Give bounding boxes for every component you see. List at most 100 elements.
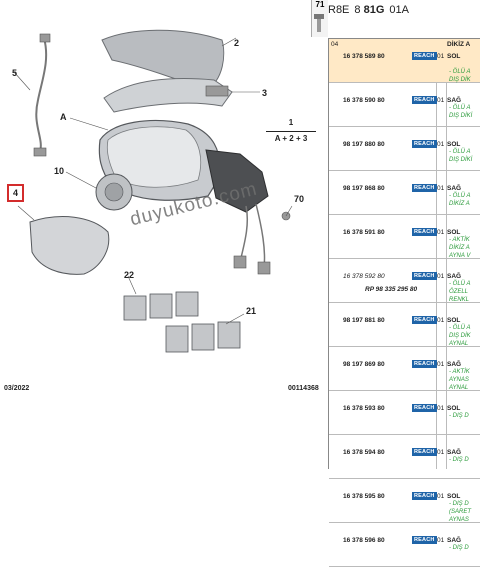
description-line: (SARET (449, 509, 472, 515)
replacement-part-number: RP 98 335 295 80 (365, 286, 418, 293)
footer-code: 00114368 (288, 385, 319, 392)
side-label: SOL (447, 317, 461, 324)
description-line: - ÖLÜ A (449, 149, 471, 155)
part-number: 16 378 595 80 (343, 493, 385, 500)
reach-badge: REACH (412, 184, 437, 192)
reach-badge: REACH (412, 316, 437, 324)
description-line: - ÖLÜ A (449, 193, 471, 199)
ref-part-c: 81G (363, 4, 385, 16)
description-line: - ÖLÜ A (449, 325, 471, 331)
reach-badge: REACH (412, 96, 437, 104)
column-divider (446, 39, 447, 469)
description-line: RENKL (449, 297, 470, 303)
callout-21: 21 (246, 306, 257, 316)
side-label: SOL (447, 405, 461, 412)
quantity: 01 (437, 273, 445, 280)
callout-4: 4 (7, 184, 25, 202)
ref-part-b: 8 (354, 4, 361, 16)
part-number: 16 378 589 80 (343, 53, 385, 60)
description-line: - DIŞ D (449, 457, 469, 463)
callout-A: A (60, 112, 67, 122)
part-number: 16 378 590 80 (343, 97, 385, 104)
description-line: AYNA V (449, 253, 471, 259)
part-number: 98 197 869 80 (343, 361, 385, 368)
side-label: SAĞ (447, 537, 462, 544)
side-label: SOL (447, 141, 461, 148)
description-line: - DIŞ D (449, 545, 469, 551)
quantity: 01 (437, 405, 445, 412)
description-line: DIŞ DİK (449, 333, 471, 339)
description-line: - AKTİK (449, 369, 470, 375)
column-divider (436, 39, 437, 469)
description-line: ÖZELL (449, 289, 469, 295)
side-label: SAĞ (447, 273, 462, 280)
description-line: - DIŞ D (449, 413, 469, 419)
assembly-formula: 1 A + 2 + 3 (266, 117, 316, 145)
description-line: AYNAS (449, 377, 469, 383)
part-number: 98 197 881 80 (343, 317, 385, 324)
side-label: SAĞ (447, 97, 462, 104)
callout-22: 22 (124, 270, 135, 280)
footer-date: 03/2022 (4, 385, 30, 392)
description-line: - DIŞ D (449, 501, 469, 507)
quantity: 01 (437, 229, 445, 236)
callout-71: 71 (311, 0, 328, 37)
description-line: - AKTİK (449, 237, 470, 243)
reach-badge: REACH (412, 492, 437, 500)
side-label: SOL (447, 493, 461, 500)
callout-70: 70 (294, 194, 305, 204)
description-line: DIŞ DİK (449, 77, 471, 83)
description-line: DİKİZ A (449, 245, 470, 251)
description-line: DIŞ DİKİ (449, 113, 473, 119)
description-line: - ÖLÜ A (449, 281, 471, 287)
quantity: 01 (437, 185, 445, 192)
side-label: SAĞ (447, 185, 462, 192)
quantity: 01 (437, 141, 445, 148)
part-number: 16 378 594 80 (343, 449, 385, 456)
quantity: 01 (437, 493, 445, 500)
ref-part-d: 01A (389, 4, 409, 16)
quantity: 01 (437, 537, 445, 544)
description-line: DIŞ DİKİ (449, 157, 473, 163)
part-number: 16 378 596 80 (343, 537, 385, 544)
description-line: - ÖLÜ A (449, 105, 471, 111)
callout-71-label: 71 (315, 0, 325, 9)
callout-5: 5 (12, 68, 18, 78)
reach-badge: REACH (412, 360, 437, 368)
exploded-parts-diagram: 2 3 4 5 10 21 22 70 A 1 A + 2 + 3 duyuko… (0, 0, 326, 400)
reach-badge: REACH (412, 228, 437, 236)
part-number: 98 197 880 80 (343, 141, 385, 148)
category-label: DİKİZ A (447, 41, 471, 48)
quantity: 01 (437, 317, 445, 324)
description-line: AYNAL (449, 341, 469, 347)
side-label: SAĞ (447, 449, 462, 456)
quantity: 01 (437, 449, 445, 456)
screw-icon (314, 14, 324, 32)
part-number: 16 378 593 80 (343, 405, 385, 412)
quantity: 01 (437, 361, 445, 368)
side-label: SOL (447, 229, 461, 236)
description-line: DİKİZ A (449, 201, 470, 207)
reach-badge: REACH (412, 272, 437, 280)
callout-2: 2 (234, 38, 240, 48)
row-index: 04 (331, 41, 339, 48)
part-number: 98 197 868 80 (343, 185, 385, 192)
side-label: SAĞ (447, 361, 462, 368)
callout-10: 10 (54, 166, 65, 176)
description-line: AYNAL (449, 385, 469, 391)
